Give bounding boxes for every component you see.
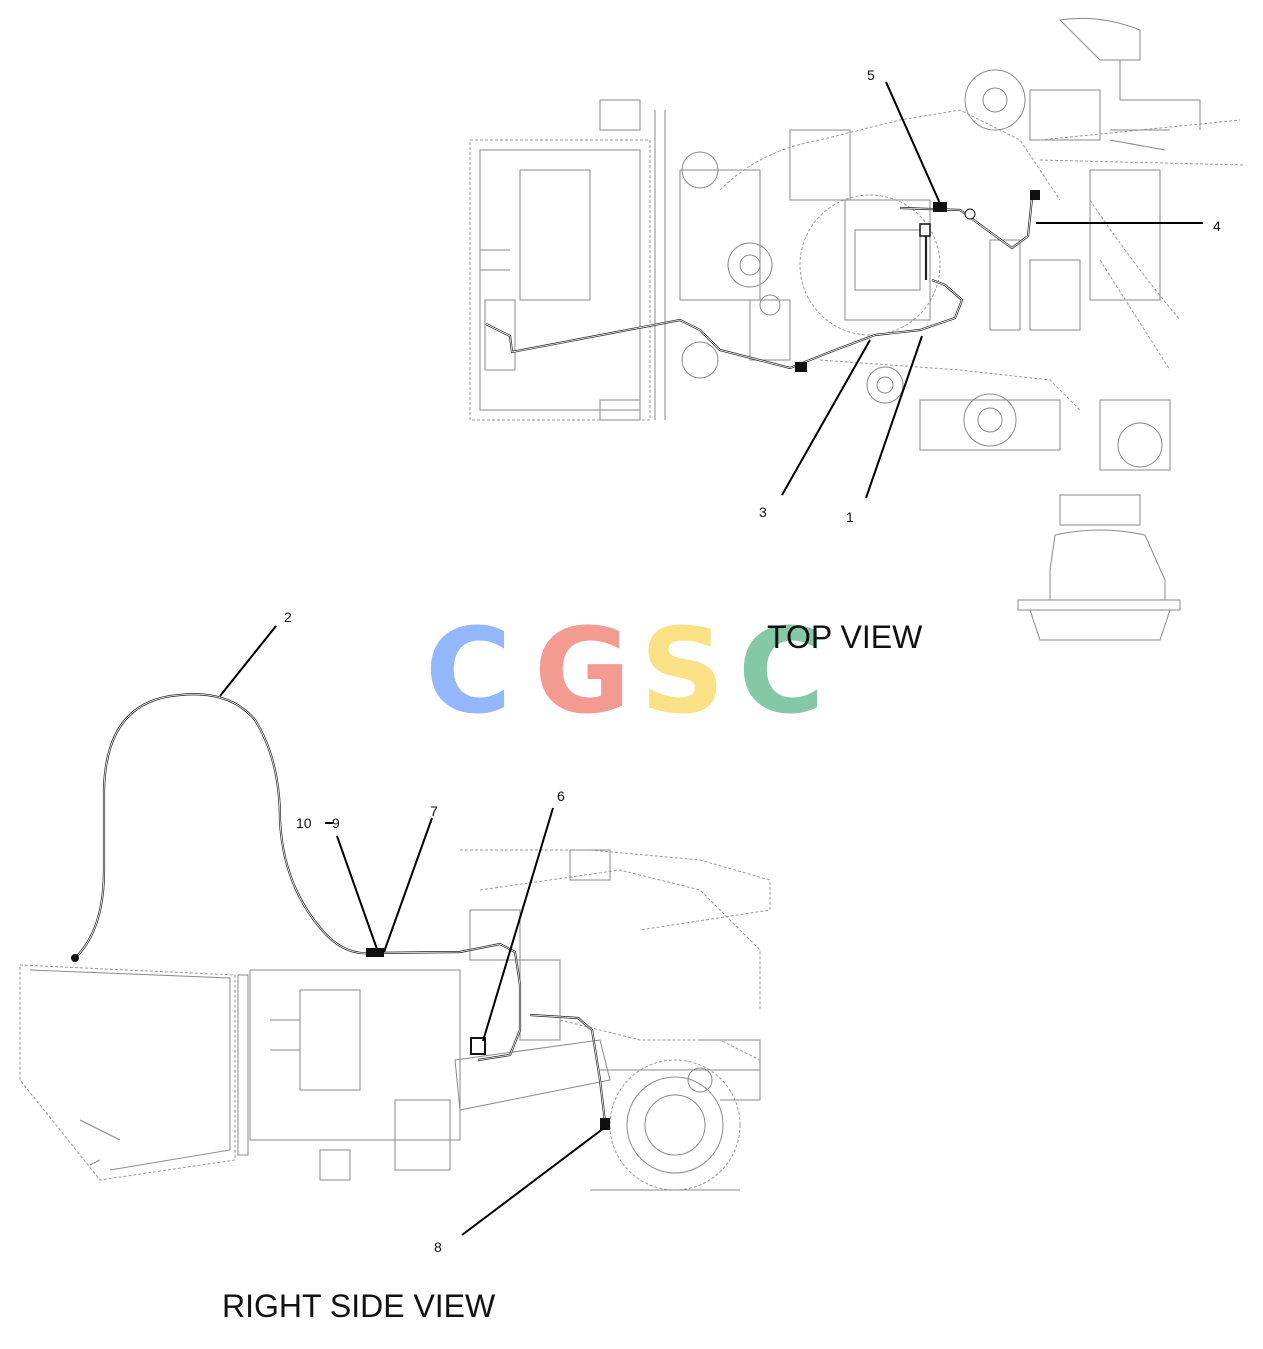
- callout-1: 1: [846, 509, 854, 525]
- side-fitting: [600, 1118, 610, 1130]
- watermark-letter: C: [425, 602, 512, 740]
- callout-10: 10: [296, 815, 312, 831]
- top-fitting: [795, 362, 807, 372]
- side-view-hoses: [71, 693, 610, 1130]
- top-view-machine-outline: [469, 17, 1246, 641]
- watermark-letter: C: [738, 602, 825, 740]
- watermark-letter: S: [640, 602, 725, 740]
- side-fitting: [470, 1037, 486, 1055]
- callout-6: 6: [557, 788, 565, 804]
- callout-3: 3: [759, 504, 767, 520]
- watermark-letter: G: [534, 602, 631, 740]
- callout-4: 4: [1213, 218, 1221, 234]
- callout-2: 2: [284, 609, 292, 625]
- watermark: C G S C: [425, 602, 825, 740]
- top-view-leaders: [781, 81, 1203, 499]
- callout-7: 7: [430, 803, 438, 819]
- top-view-hoses: [485, 190, 1040, 372]
- side-view-leaders: [219, 625, 605, 1236]
- callout-5: 5: [867, 67, 875, 83]
- side-view-title: RIGHT SIDE VIEW: [222, 1288, 496, 1324]
- side-view-machine-outline: [19, 849, 771, 1191]
- callout-9: 9: [332, 815, 340, 831]
- callout-labels: 5 4 3 1 2 10 9 7 6 8: [284, 67, 1221, 1255]
- top-fitting: [933, 202, 947, 212]
- side-fitting: [366, 948, 384, 957]
- callout-8: 8: [434, 1239, 442, 1255]
- top-fitting: [1030, 190, 1040, 200]
- top-view-title: TOP VIEW: [767, 619, 923, 655]
